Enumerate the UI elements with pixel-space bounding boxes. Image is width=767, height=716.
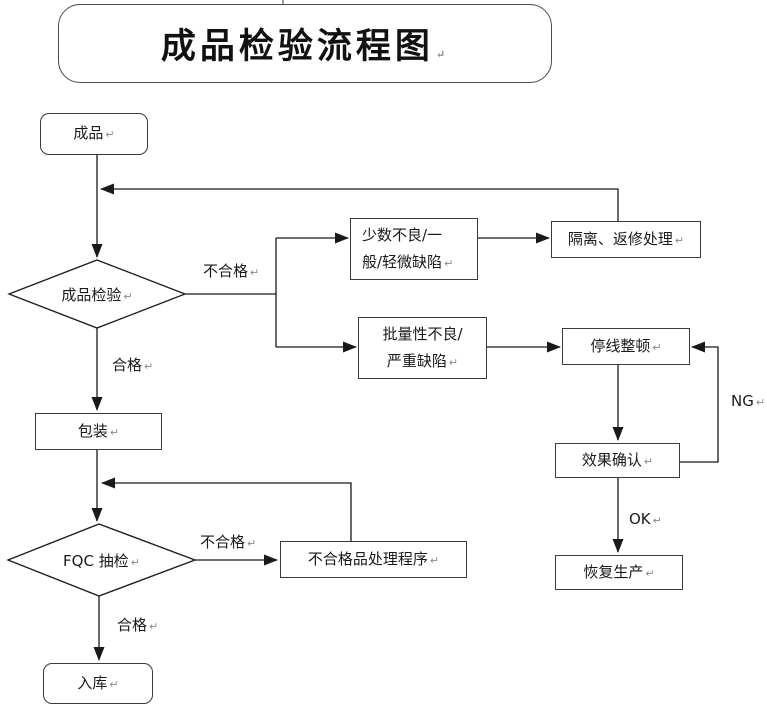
- edge-label-fail-top: 不合格↵: [203, 262, 260, 280]
- return-mark: ↵: [448, 355, 459, 369]
- edge-ng-loop: [680, 341, 719, 463]
- node-minor-defect: 少数不良/一 般/轻微缺陷↵: [350, 218, 478, 280]
- node-start: 成品↵: [40, 113, 148, 155]
- return-mark: ↵: [674, 233, 685, 247]
- node-batch-defect: 批量性不良/ 严重缺陷↵: [358, 317, 487, 379]
- return-mark: ↵: [645, 566, 655, 580]
- edge-nonconforming-return: [101, 477, 352, 541]
- fqc-diamond-shape: [6, 523, 197, 597]
- node-isolate-rework: 隔离、返修处理↵: [551, 221, 701, 258]
- return-mark: ↵: [109, 677, 119, 691]
- edge-label-pass-bottom: 合格↵: [117, 616, 159, 634]
- return-mark: ↵: [652, 514, 662, 527]
- node-fqc-label: FQC 抽检↵: [63, 551, 140, 570]
- return-mark: ↵: [652, 340, 662, 354]
- node-stop-line: 停线整顿↵: [562, 328, 690, 365]
- return-mark: ↵: [105, 128, 115, 141]
- inspection-diamond-shape: [7, 259, 187, 329]
- edge-label-ng: NG↵: [731, 392, 766, 410]
- return-mark: ↵: [643, 454, 654, 468]
- return-mark: ↵: [109, 425, 120, 439]
- return-mark: ↵: [149, 620, 159, 633]
- return-mark: ↵: [130, 555, 140, 569]
- return-mark: ↵: [250, 266, 260, 279]
- node-resume-production: 恢复生产↵: [555, 555, 683, 590]
- node-warehouse: 入库↵: [43, 663, 153, 704]
- return-mark: ↵: [444, 256, 454, 270]
- node-packing: 包装↵: [35, 413, 162, 450]
- page-title: 成品检验流程图↵: [160, 26, 450, 67]
- edge-label-fail-bottom: 不合格↵: [200, 533, 257, 551]
- return-mark: ↵: [144, 360, 154, 373]
- title-box: 成品检验流程图↵: [58, 4, 552, 83]
- node-inspection-label: 成品检验↵: [61, 285, 133, 304]
- node-effect-confirm: 效果确认↵: [555, 443, 680, 478]
- edge-rework-return: [100, 183, 619, 221]
- return-mark: ↵: [247, 537, 257, 550]
- edge-label-ok: OK↵: [629, 510, 662, 528]
- return-mark: ↵: [755, 396, 766, 409]
- return-mark: ↵: [123, 289, 133, 303]
- return-mark: ↵: [429, 553, 440, 567]
- return-mark: ↵: [435, 48, 450, 61]
- edge-label-pass-top: 合格↵: [112, 356, 154, 374]
- node-nonconforming-procedure: 不合格品处理程序↵: [280, 541, 467, 578]
